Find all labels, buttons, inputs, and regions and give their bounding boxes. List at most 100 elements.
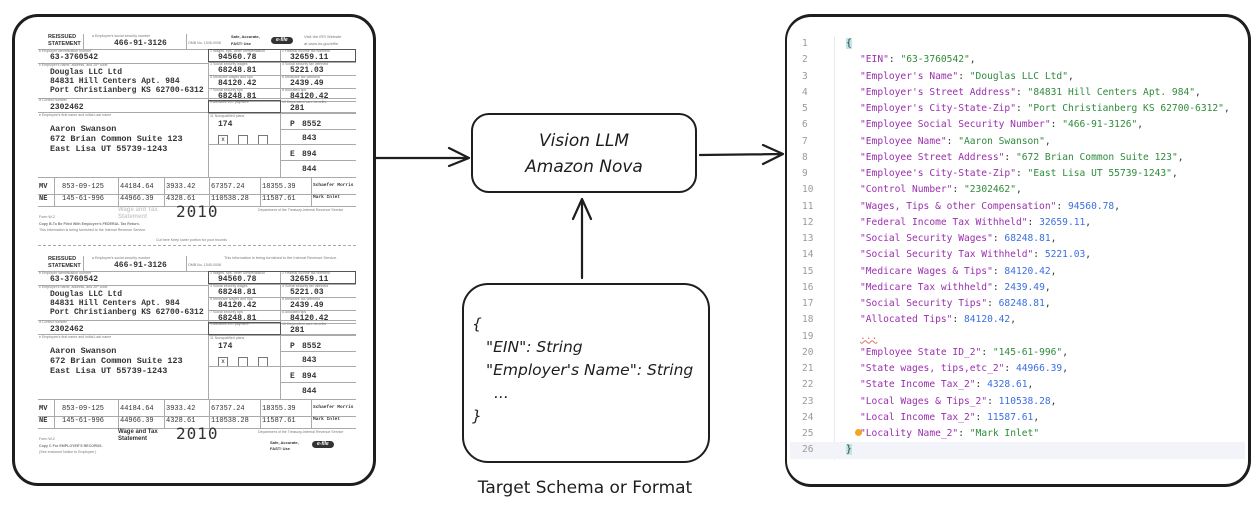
json-colon: : <box>975 411 988 423</box>
code-line[interactable]: 2"EIN": "63-3760542", <box>790 52 1245 68</box>
code-line[interactable]: 26} <box>790 442 1245 459</box>
box11-value: 174 <box>218 120 233 129</box>
code-text: "Social Security Tax Withheld": 5221.03, <box>860 247 1091 263</box>
box-value: 2439.49 <box>290 301 324 310</box>
code-text: { <box>846 36 852 52</box>
copy-instructions-2: This information is being furnished to t… <box>39 228 147 232</box>
json-value-quote: " <box>1010 184 1016 196</box>
line-number: 24 <box>802 411 814 423</box>
json-value: 145-61-996 <box>998 346 1057 358</box>
code-line[interactable]: 7"Employee Name": "Aaron Swanson", <box>790 134 1245 150</box>
irs-notice-text: This information is being furnished to t… <box>224 256 338 260</box>
json-key-quote: " <box>860 168 866 179</box>
input-document-panel <box>12 14 376 486</box>
code-line[interactable]: 11"Wages, Tips & other Compensation": 94… <box>790 199 1245 215</box>
code-line[interactable]: 18"Allocated Tips": 84120.42, <box>790 312 1245 328</box>
code-line[interactable]: 4"Employer's Street Address": "84831 Hil… <box>790 85 1245 101</box>
code-line[interactable]: 3 "Employer's Name": "Douglas LLC Ltd", <box>790 69 1245 85</box>
schema-line-employer-name: "Employer's Name": String <box>486 361 694 379</box>
json-key: Employee Name <box>865 135 941 147</box>
state-local-cell: 67357.24 <box>211 405 245 413</box>
form-rule <box>280 382 356 383</box>
code-line[interactable]: 16"Medicare Tax withheld": 2439.49, <box>790 280 1245 296</box>
box-value: 68248.81 <box>218 314 257 323</box>
code-line[interactable]: 8"Employee Street Address": "672 Brian C… <box>790 150 1245 166</box>
employee-address-line: East Lisa UT 55739-1243 <box>50 366 168 376</box>
code-text: "Employee's City-State-Zip": "East Lisa … <box>860 166 1178 182</box>
box-label: 10 Dependent care benefits <box>282 322 327 326</box>
code-line[interactable]: 23"Local Wages & Tips_2": 110538.28, <box>790 394 1245 410</box>
code-line[interactable]: 1{ <box>790 36 1245 52</box>
ein-label: b Employer identification number <box>39 49 92 53</box>
cut-line <box>38 245 356 246</box>
code-line[interactable]: 9"Employee's City-State-Zip": "East Lisa… <box>790 166 1245 182</box>
code-line[interactable]: 6"Employee Social Security Number": "466… <box>790 117 1245 133</box>
line-number: 3 <box>802 70 808 82</box>
box12c-code: E <box>290 150 295 159</box>
code-text: "Employer's Name": "Douglas LLC Ltd", <box>860 69 1074 85</box>
form-rule <box>260 177 261 206</box>
employee-address-line: 672 Brian Common Suite 123 <box>50 134 183 144</box>
form-rule <box>38 177 356 178</box>
irs-website-url: at www.irs.gov/efile <box>304 41 339 46</box>
code-line[interactable]: 17"Social Security Tips": 68248.81, <box>790 296 1245 312</box>
code-line[interactable]: 24"Local Income Tax_2": 11587.61, <box>790 410 1245 426</box>
code-line[interactable]: 13"Social Security Wages": 68248.81, <box>790 231 1245 247</box>
box12a-code: P <box>290 342 295 351</box>
control-number: 2302462 <box>50 325 84 334</box>
code-line[interactable]: 5"Employer's City-State-Zip": "Port Chri… <box>790 101 1245 117</box>
json-comma: , <box>1033 411 1040 423</box>
box-label: 9 Advance EIC payment <box>210 322 249 326</box>
json-key-quote: " <box>883 54 889 66</box>
state-local-cell: 145-61-996 <box>62 195 105 203</box>
copy-instructions-2: (See enclosed Notice to Employee.) <box>39 450 97 454</box>
json-key-quote: " <box>952 70 959 82</box>
json-colon: : <box>1004 363 1016 374</box>
state-local-cell: 18355.39 <box>262 183 296 191</box>
state-local-cell: 11587.61 <box>262 417 296 425</box>
box-highlight <box>208 100 281 113</box>
box-label: 7 Social security tips <box>210 88 243 92</box>
json-comma: , <box>1044 135 1051 147</box>
json-value: Mark Inlet <box>975 428 1034 439</box>
json-value: 110538.28 <box>998 395 1051 407</box>
code-line[interactable]: 22"State Income Tax_2": 4328.61, <box>790 377 1245 393</box>
state-local-cell: Mark Inlet <box>313 195 341 200</box>
code-line[interactable]: 14"Social Security Tax Withheld": 5221.0… <box>790 247 1245 263</box>
form-number: Form W-2 <box>39 215 55 219</box>
code-line[interactable]: 20"Employee State ID_2": "145-61-996", <box>790 345 1245 361</box>
json-key-quote: " <box>860 249 866 261</box>
json-value: 63-3760542 <box>906 54 964 66</box>
json-value-quote: " <box>969 70 976 82</box>
arrow-llm-to-output <box>698 143 785 166</box>
form-rule <box>38 320 356 321</box>
efile-fast-text: FAST! Use <box>231 41 252 46</box>
json-colon: : <box>888 54 901 66</box>
json-value: 84120.42 <box>1004 265 1051 277</box>
json-code-editor[interactable]: 1{2"EIN": "63-3760542", 3 "Employer's Name… <box>790 36 1245 459</box>
json-key-quote: " <box>1010 103 1016 114</box>
json-colon: : <box>1015 86 1028 98</box>
json-value-quote: " <box>1027 103 1034 114</box>
schema-caption: Target Schema or Format <box>477 478 693 498</box>
json-colon: : <box>952 314 964 326</box>
code-line[interactable]: 10"Control Number": "2302462", <box>790 182 1245 198</box>
warning-dot-icon <box>855 429 862 436</box>
code-line[interactable]: 19... <box>790 329 1245 345</box>
code-line[interactable]: 25"Locality Name_2": "Mark Inlet" <box>790 426 1245 442</box>
line-number: 11 <box>802 200 814 212</box>
box-highlight <box>208 322 281 335</box>
form-rule <box>208 62 356 63</box>
code-line[interactable]: 15"Medicare Wages & Tips": 84120.42, <box>790 264 1245 280</box>
json-colon: : <box>992 233 1005 244</box>
json-comma: , <box>1085 249 1092 261</box>
json-value-quote: " <box>900 54 907 66</box>
json-output-panel <box>785 14 1251 487</box>
code-line[interactable]: 21"State wages, tips,etc_2": 44966.39, <box>790 361 1245 377</box>
form-rule <box>83 256 84 271</box>
state-local-cell: 4328.61 <box>166 195 196 203</box>
code-line[interactable]: 12"Federal Income Tax Withheld": 32659.1… <box>790 215 1245 231</box>
json-key-quote: " <box>860 281 866 293</box>
form-rule <box>208 323 356 324</box>
